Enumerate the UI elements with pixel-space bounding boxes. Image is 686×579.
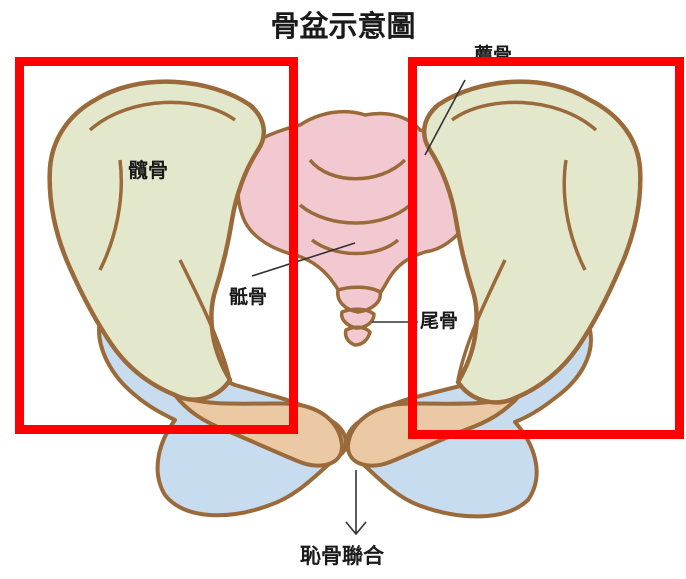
highlight-box-right — [408, 57, 684, 439]
highlight-box-left — [15, 57, 298, 434]
diagram-title: 骨盆示意圖 — [0, 12, 686, 41]
label-pubic-symphysis: 恥骨聯合 — [300, 546, 384, 567]
coccyx-segments — [338, 287, 381, 345]
